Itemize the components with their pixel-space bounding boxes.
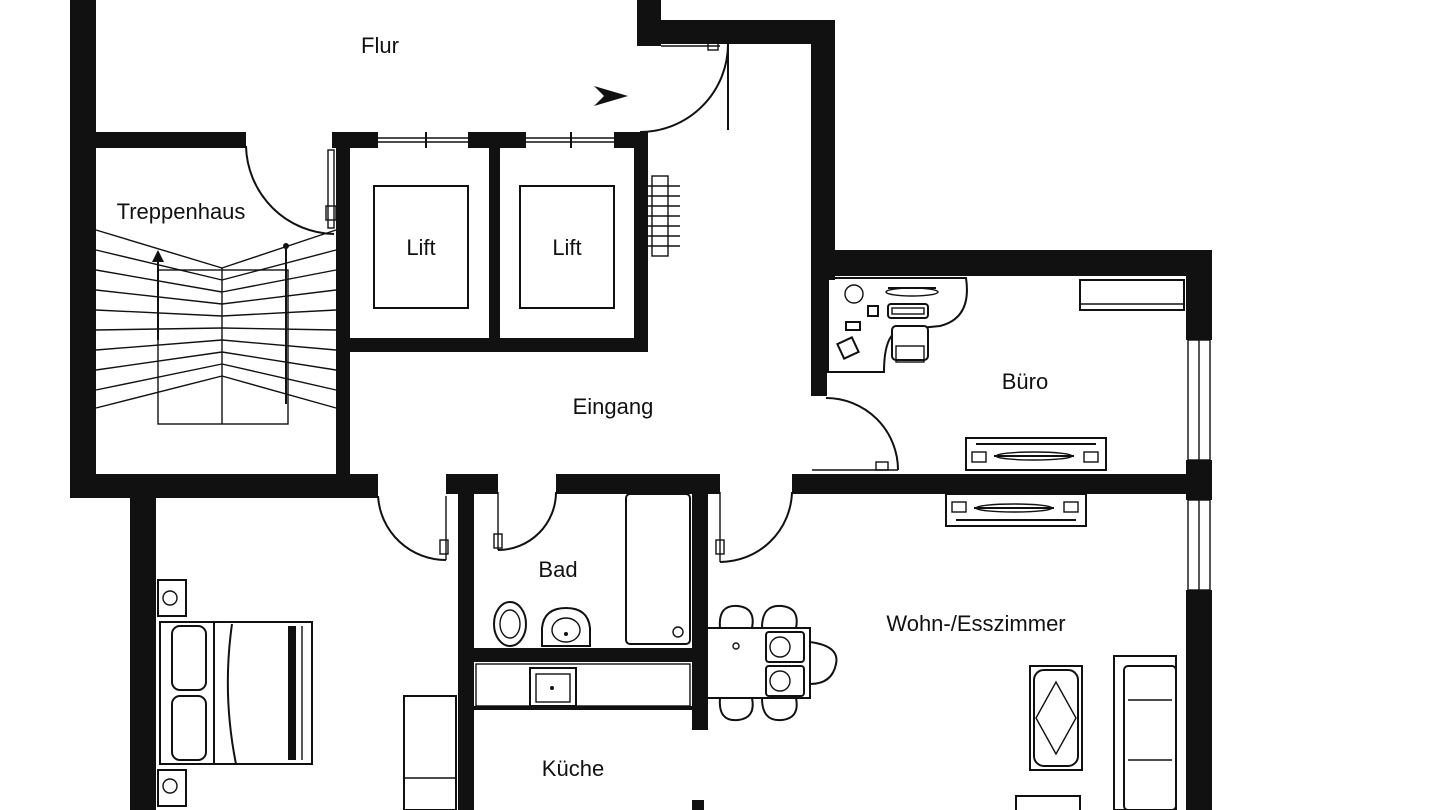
kitchen-counter — [475, 663, 691, 707]
office-desk — [827, 277, 968, 373]
room-label-flur: Flur — [361, 33, 399, 58]
room-label-treppenhaus: Treppenhaus — [117, 199, 246, 224]
radiator-icon — [646, 175, 680, 257]
bathtub — [625, 493, 691, 645]
sofa — [1015, 655, 1177, 810]
doors — [245, 39, 899, 563]
windows — [378, 45, 1211, 810]
room-label-wohn-esszimmer: Wohn-/Esszimmer — [886, 611, 1065, 636]
coffee-table — [1029, 665, 1083, 771]
room-label-bad: Bad — [538, 557, 577, 582]
lift-cabins — [373, 185, 615, 309]
tv-console-wohnzimmer — [945, 493, 1087, 527]
dining-table — [705, 604, 838, 722]
toilet — [493, 601, 527, 647]
room-label-lift-1: Lift — [406, 235, 435, 260]
entry-arrow-icon — [594, 86, 628, 106]
washbasin — [541, 606, 591, 647]
room-label-eingang: Eingang — [573, 394, 654, 419]
room-label-buero: Büro — [1002, 369, 1048, 394]
double-bed — [157, 579, 313, 807]
office-shelf — [1079, 279, 1185, 311]
wardrobe — [403, 695, 457, 810]
room-label-lift-2: Lift — [552, 235, 581, 260]
tv-console-buero — [965, 437, 1107, 471]
walls — [70, 0, 1212, 810]
room-label-kueche: Küche — [542, 756, 604, 781]
staircase — [95, 229, 337, 425]
